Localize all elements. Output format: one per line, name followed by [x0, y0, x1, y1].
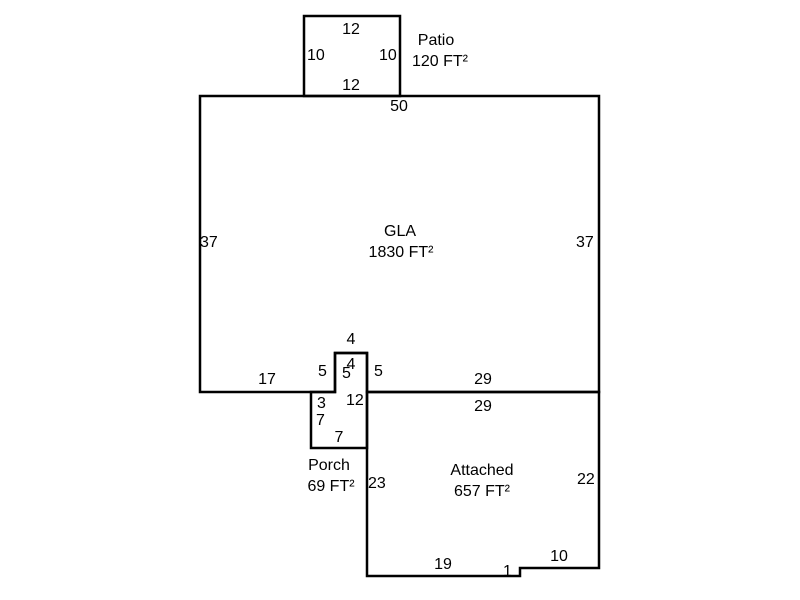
- dim-attached-step: 1: [503, 563, 512, 580]
- dim-porch-bottom: 7: [334, 429, 344, 446]
- dim-notch-left-inner: 5: [342, 365, 351, 382]
- dim-patio-top: 12: [342, 21, 360, 38]
- patio-name: Patio: [417, 32, 455, 49]
- dim-notch-top: 4: [346, 331, 356, 348]
- dim-gla-bottom-left: 17: [258, 371, 276, 388]
- dim-patio-left: 10: [307, 47, 325, 64]
- attached-outline: [365, 390, 601, 578]
- gla-name: GLA: [383, 223, 417, 240]
- dim-porch-right: 12: [346, 392, 364, 409]
- dim-porch-left: 7: [316, 412, 325, 429]
- attached-area: 657 FT²: [453, 483, 511, 500]
- attached-name: Attached: [450, 462, 514, 479]
- dim-gla-right: 37: [576, 234, 594, 251]
- dim-notch-right: 5: [374, 363, 383, 380]
- porch-outline: [309, 351, 369, 450]
- dim-patio-right: 10: [379, 47, 397, 64]
- dim-attached-bottom: 19: [434, 556, 452, 573]
- dim-porch-top: 3: [317, 395, 326, 412]
- dim-gla-top: 50: [390, 98, 408, 115]
- dim-attached-top: 29: [474, 398, 492, 415]
- porch-name: Porch: [308, 457, 350, 474]
- dim-gla-left: 37: [200, 234, 218, 251]
- dim-patio-bottom: 12: [342, 77, 360, 94]
- dim-gla-bottom-right: 29: [474, 371, 492, 388]
- gla-area: 1830 FT²: [368, 244, 434, 261]
- patio-area: 120 FT²: [411, 53, 469, 70]
- dim-attached-right: 22: [577, 471, 595, 488]
- porch-area: 69 FT²: [307, 478, 355, 495]
- dim-attached-bottom-right: 10: [550, 548, 568, 565]
- dim-notch-top-inner: 4: [346, 356, 356, 373]
- dim-attached-left: 23: [368, 475, 386, 492]
- dim-notch-left-outer: 5: [318, 363, 327, 380]
